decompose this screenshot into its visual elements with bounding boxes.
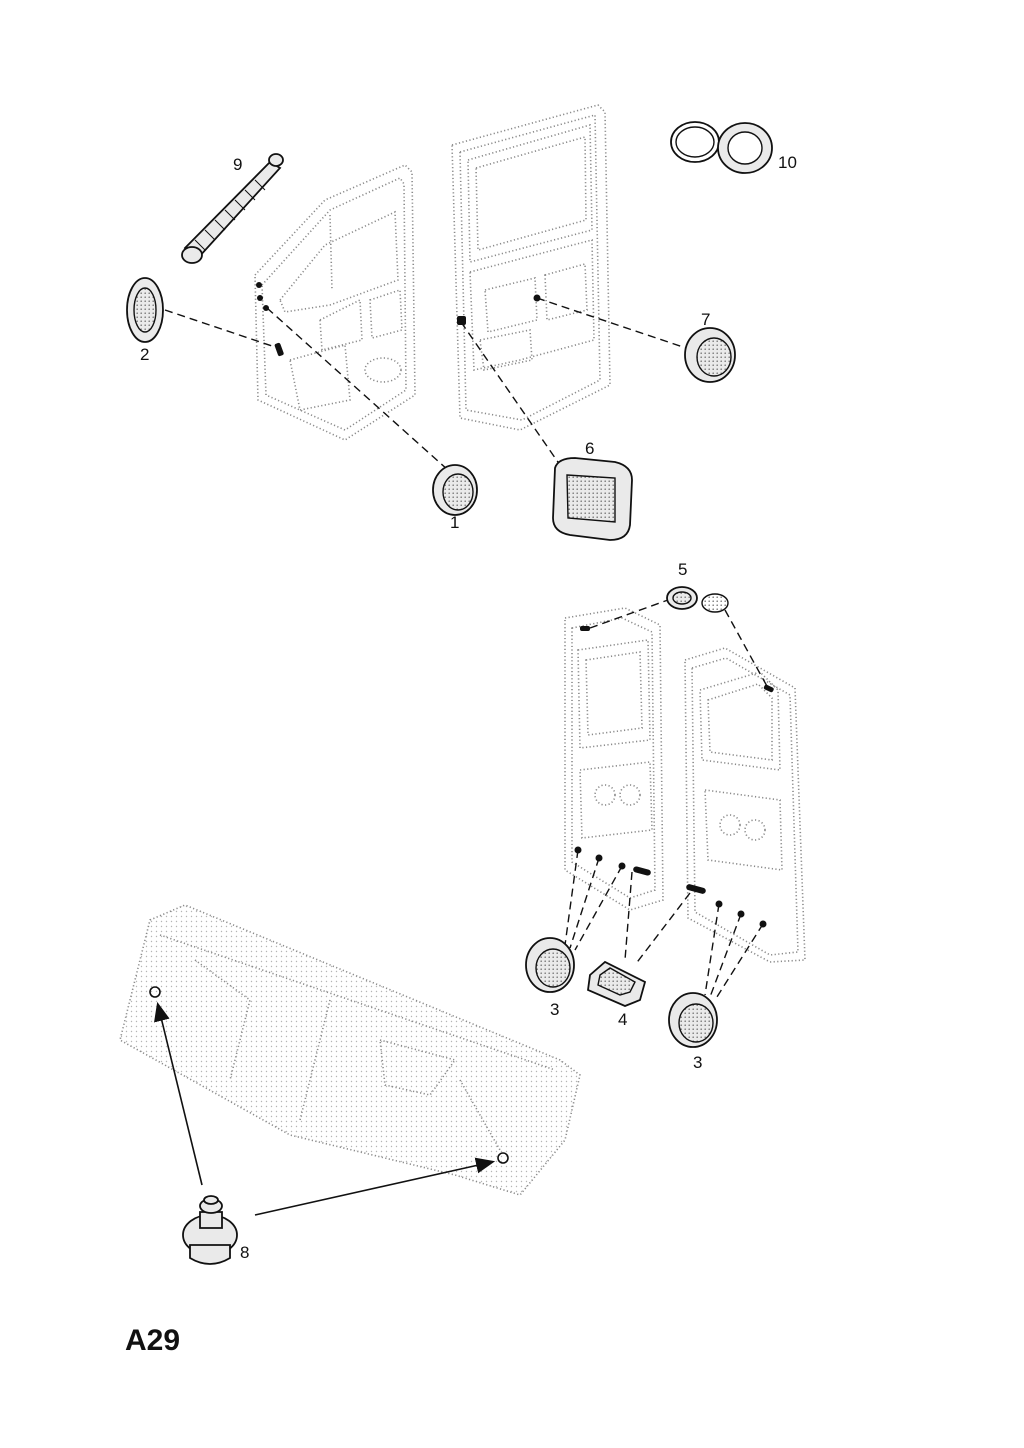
callout-8: 8 [240,1243,249,1262]
leader-lines [164,297,769,1001]
callout-3-left: 3 [550,1000,559,1019]
part-6-square-grommet [552,457,633,541]
rear-door-holes [574,626,774,928]
part-4-oblong-grommet [587,960,647,1007]
part-2-oval-plug [126,277,164,343]
side-door-holes [457,294,541,325]
callout-5: 5 [678,560,687,579]
part-10-ring-pair [670,121,773,174]
part-8-push-fastener [182,1195,238,1265]
arrow-lines [154,1001,496,1216]
side-door-outline [451,104,611,431]
part-7-round-cap [684,327,736,383]
callout-10: 10 [778,153,797,172]
callout-9: 9 [233,155,242,174]
rear-door-left-outline [564,607,664,911]
floor-panel-outline [119,904,581,1196]
front-door-outline [254,164,416,441]
part-3-plug-left [525,937,575,993]
front-door-holes [256,282,284,357]
rear-door-right-outline [684,647,806,963]
part-5-small-plugs [666,586,729,613]
part-9-cable-boot [181,153,284,264]
floor-panel-holes [149,986,509,1164]
callout-3-right: 3 [693,1053,702,1072]
callout-6: 6 [585,439,594,458]
callout-1: 1 [450,513,459,532]
callout-2: 2 [140,345,149,364]
callout-7: 7 [701,310,710,329]
part-1-round-plug [432,464,478,516]
part-3-plug-right [668,992,718,1048]
callout-4: 4 [618,1010,627,1029]
callout-labels: 9 10 2 7 6 1 5 3 4 3 8 [140,153,797,1262]
page-code: A29 [125,1324,180,1357]
